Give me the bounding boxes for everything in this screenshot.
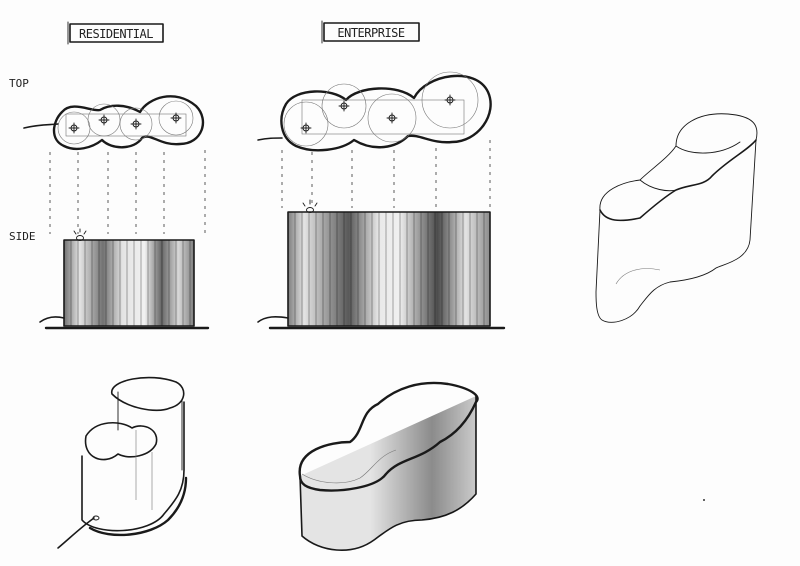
residential-side-view <box>39 228 210 330</box>
enterprise-3d-perspective <box>298 381 479 551</box>
enterprise-top-construction-lines <box>283 71 479 147</box>
top-row-label: TOP <box>9 77 29 90</box>
residential-crosshair-markers <box>68 112 182 134</box>
residential-label: RESIDENTIAL <box>79 27 153 41</box>
residential-label-box: RESIDENTIAL <box>67 21 164 45</box>
enterprise-side-view <box>257 199 506 330</box>
residential-top-view <box>23 95 205 151</box>
enterprise-crosshair-markers <box>300 94 456 134</box>
enterprise-projection-lines <box>281 140 491 208</box>
enterprise-indicator-light <box>302 199 318 213</box>
stray-ink-dot <box>703 499 705 501</box>
residential-projection-lines <box>49 150 206 234</box>
residential-top-construction-lines <box>57 100 194 145</box>
residential-indicator-light <box>73 228 87 241</box>
enterprise-label-box: ENTERPRISE <box>321 20 420 44</box>
side-row-label: SIDE <box>9 230 36 243</box>
outline-3d-extrusion <box>595 113 758 323</box>
residential-3d-perspective <box>57 376 188 549</box>
enterprise-top-view <box>257 71 492 152</box>
enterprise-label: ENTERPRISE <box>337 26 405 40</box>
